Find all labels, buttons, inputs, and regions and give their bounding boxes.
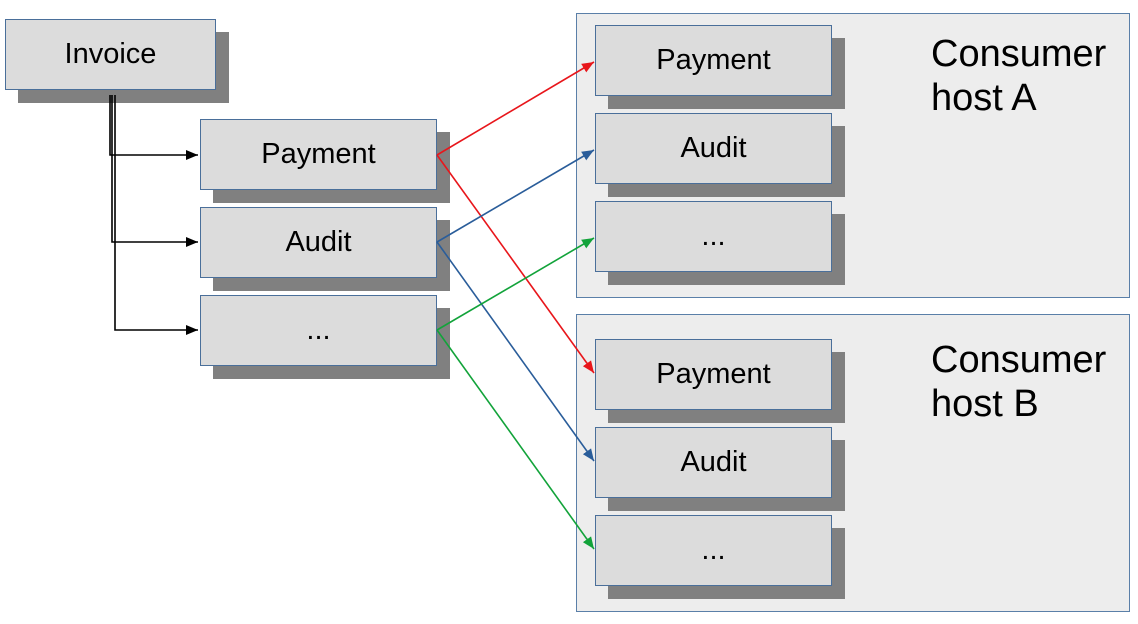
consumer-host-a-label: Consumer host A [931,33,1107,119]
consumer-host-b-label: Consumer host B [931,339,1107,425]
payment-to-host-a-edge [436,61,595,156]
other-to-host-b-edge [436,329,595,550]
payment-to-host-b-edge [436,154,595,374]
host-b-audit-consumer: Audit [595,427,832,498]
other-queue-node: ... [200,295,437,366]
audit-to-host-a-edge [436,149,595,243]
host-a-audit-consumer: Audit [595,113,832,184]
audit-to-host-b-edge [436,241,595,462]
host-b-other-consumer: ... [595,515,832,586]
invoice-node: Invoice [5,19,216,90]
host-b-payment-consumer: Payment [595,339,832,410]
payment-queue-node: Payment [200,119,437,190]
other-to-host-a-edge [436,237,595,331]
host-a-payment-consumer: Payment [595,25,832,96]
invoice-to-payment-edge [109,95,198,160]
invoice-to-other-edge [114,95,198,335]
invoice-to-audit-edge [111,95,198,247]
host-a-other-consumer: ... [595,201,832,272]
